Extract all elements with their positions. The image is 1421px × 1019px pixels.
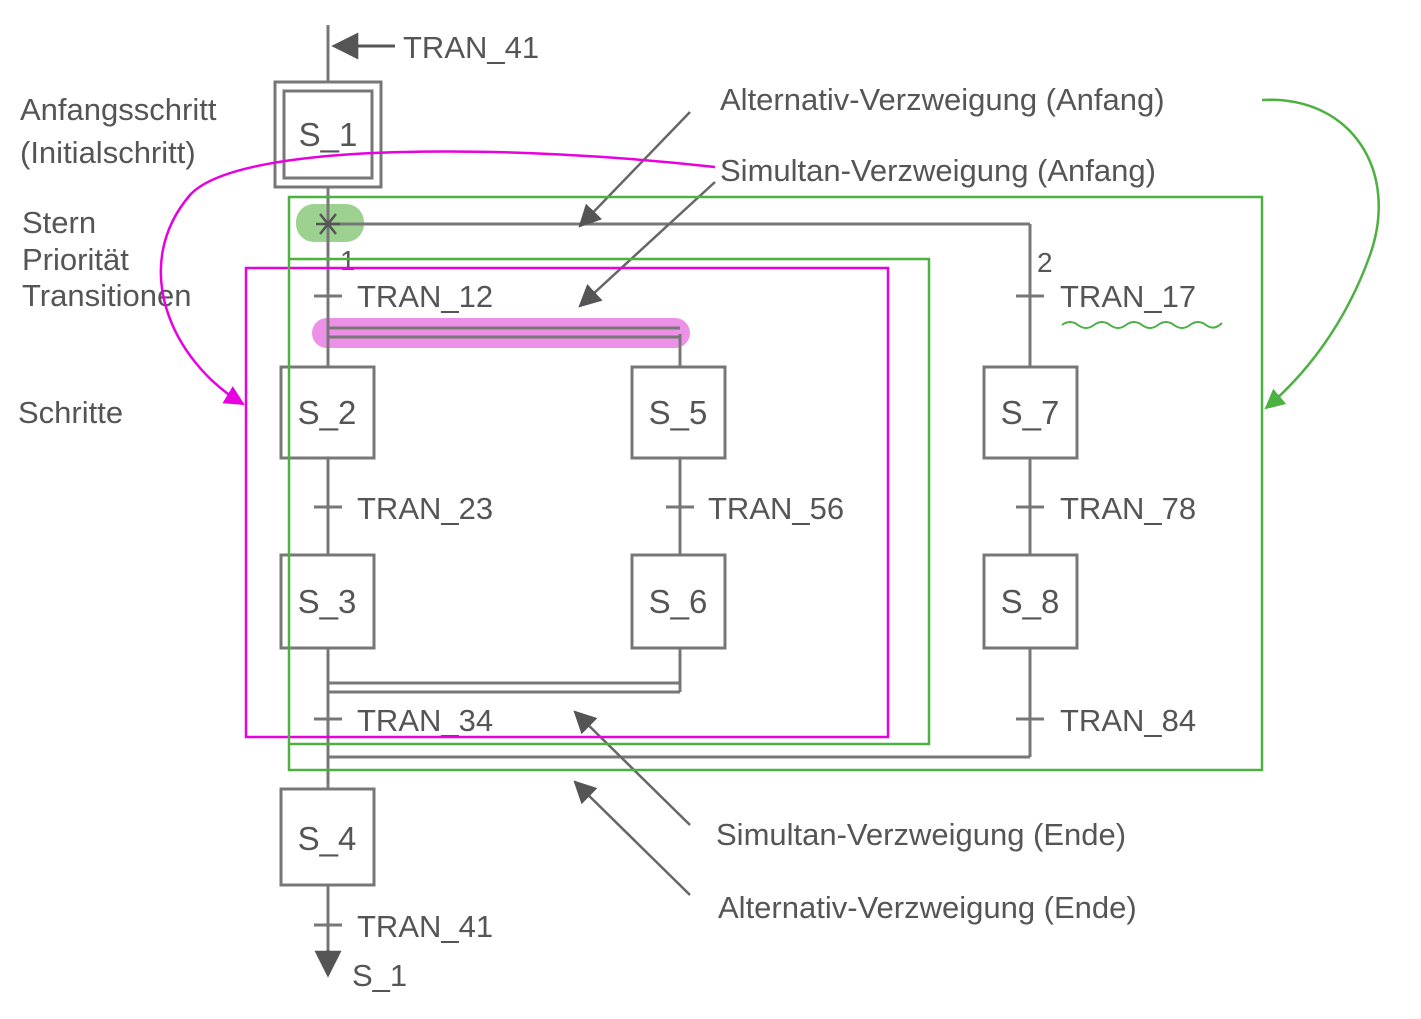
step-s4-label: S_4 bbox=[298, 820, 357, 857]
step-s7-label: S_7 bbox=[1001, 394, 1060, 431]
step-s8-box bbox=[982, 553, 1079, 650]
alternative-branch-frame-outer bbox=[287, 195, 1264, 772]
annotation-alt-end: Alternativ-Verzweigung (Ende) bbox=[718, 890, 1137, 925]
transition-label-56: TRAN_56 bbox=[708, 491, 844, 526]
star-priority-icon bbox=[316, 213, 340, 235]
annotation-sim-end: Simultan-Verzweigung (Ende) bbox=[716, 817, 1126, 852]
step-s8-label: S_8 bbox=[1001, 583, 1060, 620]
transition-label-41-bottom: TRAN_41 bbox=[357, 909, 493, 944]
transition-label-34: TRAN_34 bbox=[357, 703, 493, 738]
simultaneous-branch-highlight bbox=[312, 318, 690, 348]
annotation-steps: Schritte bbox=[18, 395, 123, 430]
annotation-alt-begin: Alternativ-Verzweigung (Anfang) bbox=[720, 82, 1165, 117]
step-s2-label: S_2 bbox=[298, 394, 357, 431]
magenta-callout-arrow bbox=[159, 150, 716, 406]
annotation-star-line1: Stern bbox=[22, 205, 96, 240]
pointer-arrow-alt-begin bbox=[578, 111, 691, 228]
annotation-initial-step-line1: Anfangsschritt bbox=[20, 92, 217, 127]
priority-2: 2 bbox=[1037, 247, 1053, 278]
exit-target-label: S_1 bbox=[352, 958, 407, 993]
priority-1: 1 bbox=[340, 245, 356, 276]
transition-label-23: TRAN_23 bbox=[357, 491, 493, 526]
step-s6-label: S_6 bbox=[649, 583, 708, 620]
green-callout-arrow bbox=[1261, 98, 1380, 410]
pointer-arrow-alt-end bbox=[573, 780, 691, 896]
simultaneous-branch-frame bbox=[244, 266, 890, 739]
annotation-star-line2: Priorität bbox=[22, 242, 129, 277]
annotation-sim-begin: Simultan-Verzweigung (Anfang) bbox=[720, 153, 1156, 188]
step-s4-box bbox=[279, 787, 376, 887]
step-s7-box bbox=[982, 365, 1079, 460]
transition-label-84: TRAN_84 bbox=[1060, 703, 1196, 738]
transition-label-41-top: TRAN_41 bbox=[403, 30, 539, 65]
step-s3-box bbox=[279, 553, 376, 650]
step-s2-box bbox=[279, 365, 376, 460]
step-s6-box bbox=[630, 553, 727, 650]
alternative-branch-frame-inner bbox=[289, 257, 931, 746]
step-s1-label: S_1 bbox=[299, 116, 358, 153]
step-s1-inner bbox=[282, 89, 374, 180]
transition-label-12: TRAN_12 bbox=[357, 279, 493, 314]
step-s5-box bbox=[630, 365, 727, 460]
annotation-initial-step-line2: (Initialschritt) bbox=[20, 135, 196, 170]
step-s5-label: S_5 bbox=[649, 394, 708, 431]
pointer-arrow-sim-end bbox=[573, 710, 691, 826]
step-s3-label: S_3 bbox=[298, 583, 357, 620]
transition-label-17: TRAN_17 bbox=[1060, 279, 1196, 314]
pointer-arrow-sim-begin bbox=[578, 181, 716, 308]
green-underline-squiggle bbox=[1061, 321, 1223, 329]
transition-label-78: TRAN_78 bbox=[1060, 491, 1196, 526]
